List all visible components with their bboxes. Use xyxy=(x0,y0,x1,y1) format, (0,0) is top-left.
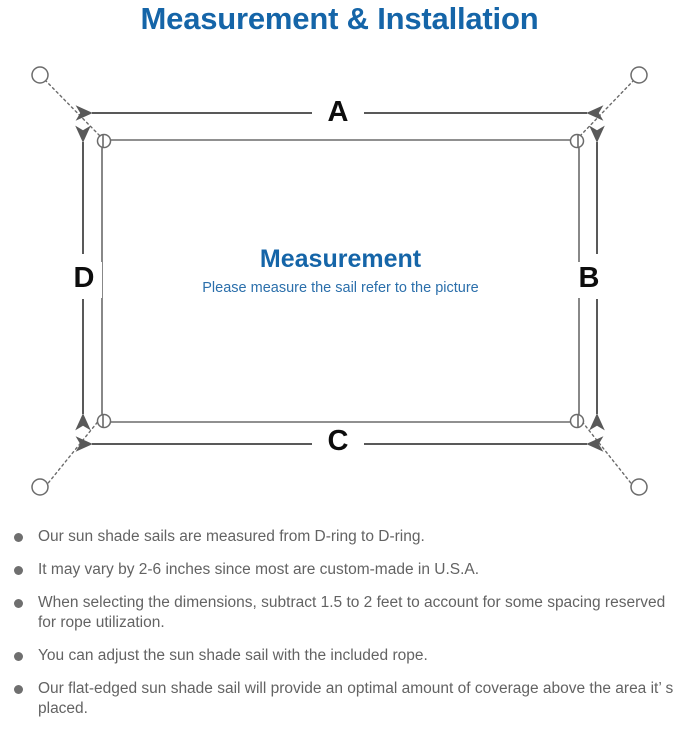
d-ring-bottom-right xyxy=(569,413,585,429)
d-ring-top-left xyxy=(96,133,112,149)
dimension-label-C: C xyxy=(312,425,364,457)
rope-lines xyxy=(44,79,635,488)
rope-line-bottom-left xyxy=(44,418,101,488)
rope-line-top-right xyxy=(579,79,635,137)
bullet-icon xyxy=(14,685,23,694)
list-item: It may vary by 2-6 inches since most are… xyxy=(10,560,678,580)
d-rings xyxy=(96,133,585,429)
d-ring-tangents xyxy=(102,135,579,428)
bullet-icon xyxy=(14,533,23,542)
d-ring-bottom-left xyxy=(96,413,112,429)
list-item: When selecting the dimensions, subtract … xyxy=(10,593,678,633)
shade-sail-measurement-diagram xyxy=(0,44,679,514)
list-item-text: Our flat-edged sun shade sail will provi… xyxy=(38,680,674,717)
list-item: You can adjust the sun shade sail with t… xyxy=(10,646,678,666)
anchor-circle-bottom-left xyxy=(31,478,49,496)
list-item-text: You can adjust the sun shade sail with t… xyxy=(38,647,428,664)
dimension-label-D: D xyxy=(66,262,102,298)
rope-line-top-left xyxy=(44,79,101,137)
dimension-label-B: B xyxy=(571,262,607,298)
anchor-circle-top-left xyxy=(31,66,49,84)
bullet-icon xyxy=(14,566,23,575)
notes-list: Our sun shade sails are measured from D-… xyxy=(10,527,678,719)
list-item-text: Our sun shade sails are measured from D-… xyxy=(38,528,425,545)
bullet-icon xyxy=(14,599,23,608)
bullet-icon xyxy=(14,652,23,661)
list-item: Our sun shade sails are measured from D-… xyxy=(10,527,678,547)
list-item-text: It may vary by 2-6 inches since most are… xyxy=(38,561,480,578)
anchor-circle-top-right xyxy=(630,66,648,84)
anchor-points xyxy=(31,66,648,496)
list-item: Our flat-edged sun shade sail will provi… xyxy=(10,679,678,719)
anchor-circle-bottom-right xyxy=(630,478,648,496)
rope-line-bottom-right xyxy=(579,418,635,488)
sail-label-title: Measurement xyxy=(259,245,422,273)
d-ring-top-right xyxy=(569,133,585,149)
page-title: Measurement & Installation xyxy=(140,1,539,36)
dimension-label-A: A xyxy=(312,96,364,128)
list-item-text: When selecting the dimensions, subtract … xyxy=(38,594,666,631)
sail-label-subtitle: Please measure the sail refer to the pic… xyxy=(202,280,479,296)
